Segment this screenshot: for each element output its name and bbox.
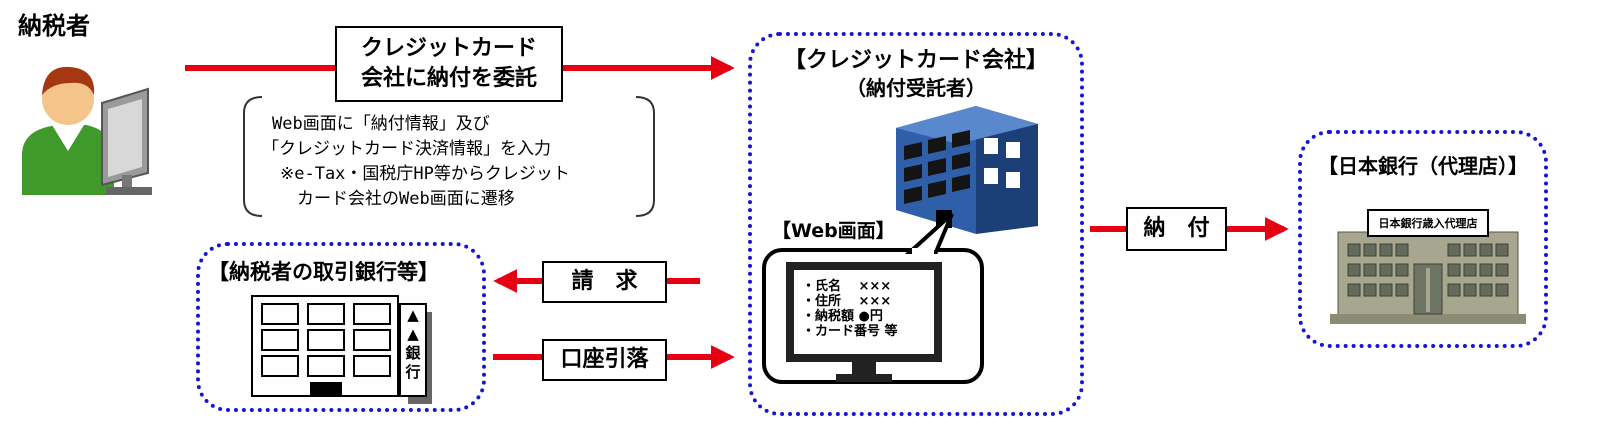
field-name: ・氏名 ××× (802, 279, 892, 294)
person-at-computer-icon (22, 66, 152, 195)
web-screen-fields: ・氏名 ××× ・住所 ××× ・納税額 ●円 ・カード番号 等 (802, 279, 898, 339)
bank-sign-char-2: ▲ (407, 325, 419, 343)
taxpayer-label: 納税者 (18, 12, 90, 40)
boj-region (1298, 130, 1548, 348)
office-building-icon (896, 106, 1038, 234)
bank-sign-char-4: 行 (405, 363, 421, 381)
delegate-line-2: 会社に納付を委託 (360, 66, 537, 91)
card-company-title: 【クレジットカード会社】 (783, 48, 1048, 73)
input-instructions-note: Web画面に「納付情報」及び 「クレジットカード決済情報」を入力 ※e-Tax・… (262, 112, 570, 212)
request-box: 請 求 (542, 261, 667, 303)
field-address: ・住所 ××× (802, 294, 892, 309)
note-right-bracket (635, 96, 655, 217)
card-company-subtitle: （納付受託者） (846, 76, 986, 100)
payment-box: 納 付 (1126, 207, 1227, 251)
account-debit-box: 口座引落 (542, 339, 667, 381)
delegate-to-card-company-box: クレジットカード 会社に納付を委託 (335, 26, 563, 102)
monitor-icon (786, 262, 942, 382)
boj-title: 【日本銀行（代理店）】 (1318, 154, 1528, 178)
card-company-region (748, 32, 1084, 416)
bank-sign-char-3: 銀 (405, 344, 421, 362)
boj-sign: 日本銀行歳入代理店 (1378, 217, 1478, 230)
note-line-2: 「クレジットカード決済情報」を入力 (262, 139, 551, 159)
note-line-3: ※e-Tax・国税庁HP等からクレジット (280, 164, 570, 184)
note-left-bracket (243, 96, 263, 217)
central-bank-building-icon (1330, 209, 1526, 324)
bank-sign: ▲ ▲ 銀 行 (400, 306, 426, 382)
field-tax-amount: ・納税額 ●円 (802, 309, 883, 324)
note-line-4: カード会社のWeb画面に遷移 (280, 189, 515, 209)
bank-building-icon (251, 295, 432, 404)
bank-sign-char-1: ▲ (407, 306, 419, 324)
bank-title: 【納税者の取引銀行等】 (208, 260, 439, 284)
delegate-line-1: クレジットカード (360, 36, 537, 61)
web-screen-label: 【Web画面】 (772, 220, 895, 242)
taxpayer-bank-region (196, 242, 486, 412)
note-line-1: Web画面に「納付情報」及び (272, 114, 490, 134)
field-card-number: ・カード番号 等 (802, 324, 898, 339)
